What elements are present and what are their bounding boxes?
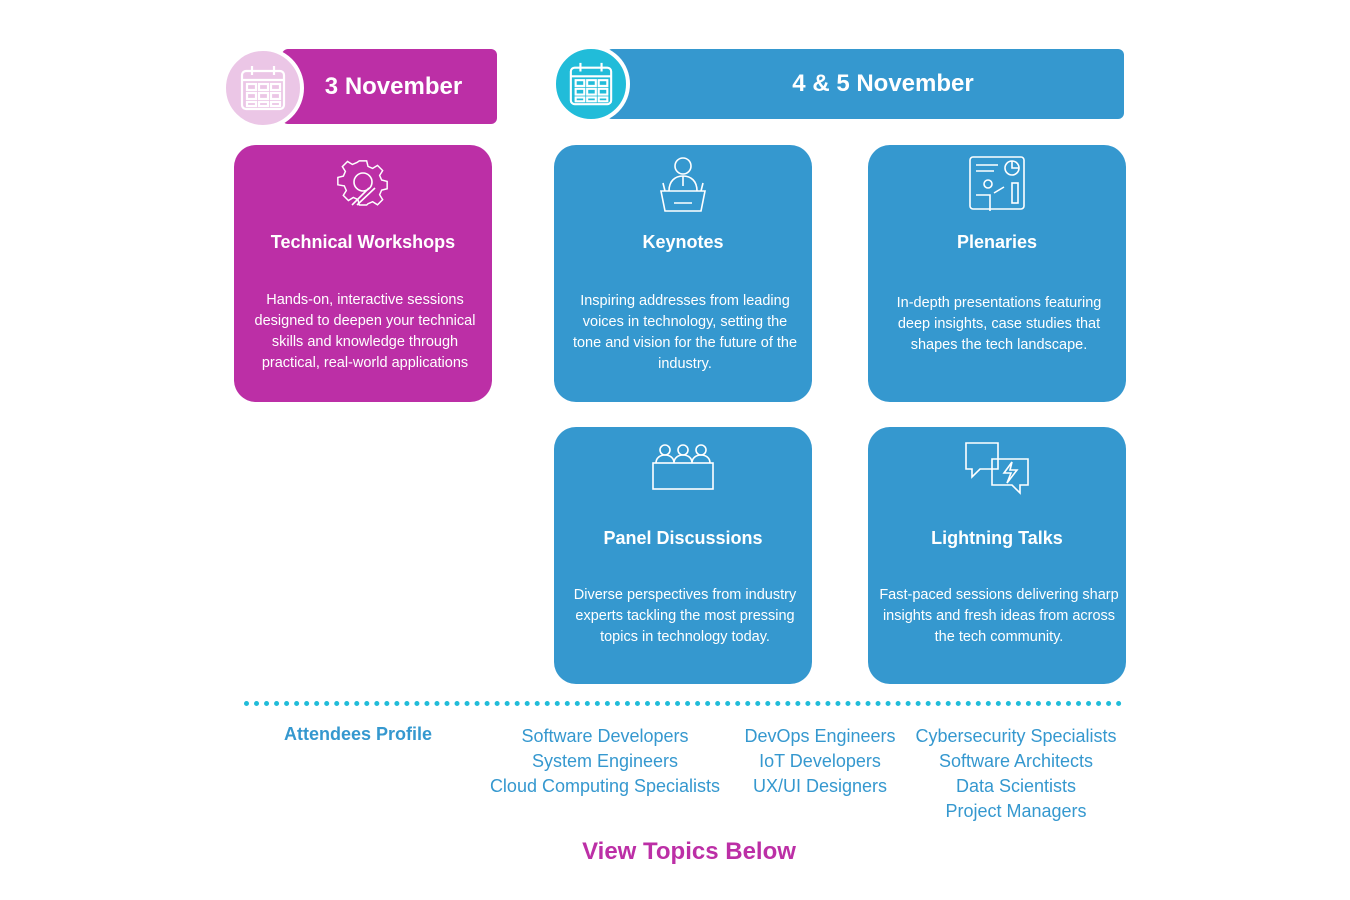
- date-banner-nov45: 4 & 5 November: [606, 49, 1124, 119]
- calendar-disc-nov3: [222, 47, 304, 129]
- calendar-icon: [569, 62, 613, 106]
- attendee-role: System Engineers: [531, 751, 679, 771]
- card-panel-discussions: Panel Discussions Diverse perspectives f…: [554, 427, 812, 684]
- presentation-board-icon: [868, 155, 1126, 213]
- date-label-nov45: 4 & 5 November: [792, 70, 974, 97]
- card-description: In-depth presentations featuring deep in…: [896, 295, 1102, 353]
- attendee-role: Software Developers: [521, 726, 689, 746]
- attendees-profile-label: Attendees Profile: [283, 724, 433, 744]
- date-label-nov3: 3 November: [324, 72, 463, 100]
- card-title: Keynotes: [642, 232, 724, 252]
- calendar-disc-nov45: [552, 45, 630, 123]
- dotted-divider: [244, 701, 1122, 706]
- speaker-podium-icon: [554, 155, 812, 213]
- attendee-role: DevOps Engineers: [744, 726, 896, 746]
- card-description: Hands-on, interactive sessions designed …: [254, 292, 476, 371]
- attendee-role: Data Scientists: [955, 776, 1077, 796]
- panel-people-icon: [554, 441, 812, 491]
- calendar-icon: [240, 66, 286, 111]
- attendee-column-2: DevOps Engineers IoT Developers UX/UI De…: [730, 724, 910, 799]
- attendee-column-1: Software Developers System Engineers Clo…: [470, 724, 740, 799]
- card-description: Inspiring addresses from leading voices …: [572, 293, 798, 372]
- view-topics-link[interactable]: View Topics Below: [582, 838, 796, 865]
- card-description: Diverse perspectives from industry exper…: [573, 587, 797, 645]
- attendee-role: Cloud Computing Specialists: [489, 776, 721, 796]
- date-banner-nov3: 3 November: [282, 49, 497, 124]
- card-title: Panel Discussions: [603, 528, 763, 548]
- card-keynotes: Keynotes Inspiring addresses from leadin…: [554, 145, 812, 402]
- card-title: Technical Workshops: [270, 232, 456, 252]
- attendee-role: UX/UI Designers: [752, 776, 888, 796]
- attendee-role: Project Managers: [945, 801, 1087, 821]
- attendee-column-3: Cybersecurity Specialists Software Archi…: [898, 724, 1134, 824]
- attendee-role: Cybersecurity Specialists: [915, 726, 1117, 746]
- card-lightning-talks: Lightning Talks Fast-paced sessions deli…: [868, 427, 1126, 684]
- card-description: Fast-paced sessions delivering sharp ins…: [879, 587, 1119, 645]
- attendee-role: Software Architects: [938, 751, 1094, 771]
- card-plenaries: Plenaries In-depth presentations featuri…: [868, 145, 1126, 402]
- attendee-role: IoT Developers: [759, 751, 881, 771]
- gear-wrench-icon: [234, 155, 492, 211]
- card-title: Lightning Talks: [931, 528, 1063, 548]
- card-title: Plenaries: [956, 232, 1038, 252]
- card-technical-workshops: Technical Workshops Hands-on, interactiv…: [234, 145, 492, 402]
- chat-lightning-icon: [868, 439, 1126, 495]
